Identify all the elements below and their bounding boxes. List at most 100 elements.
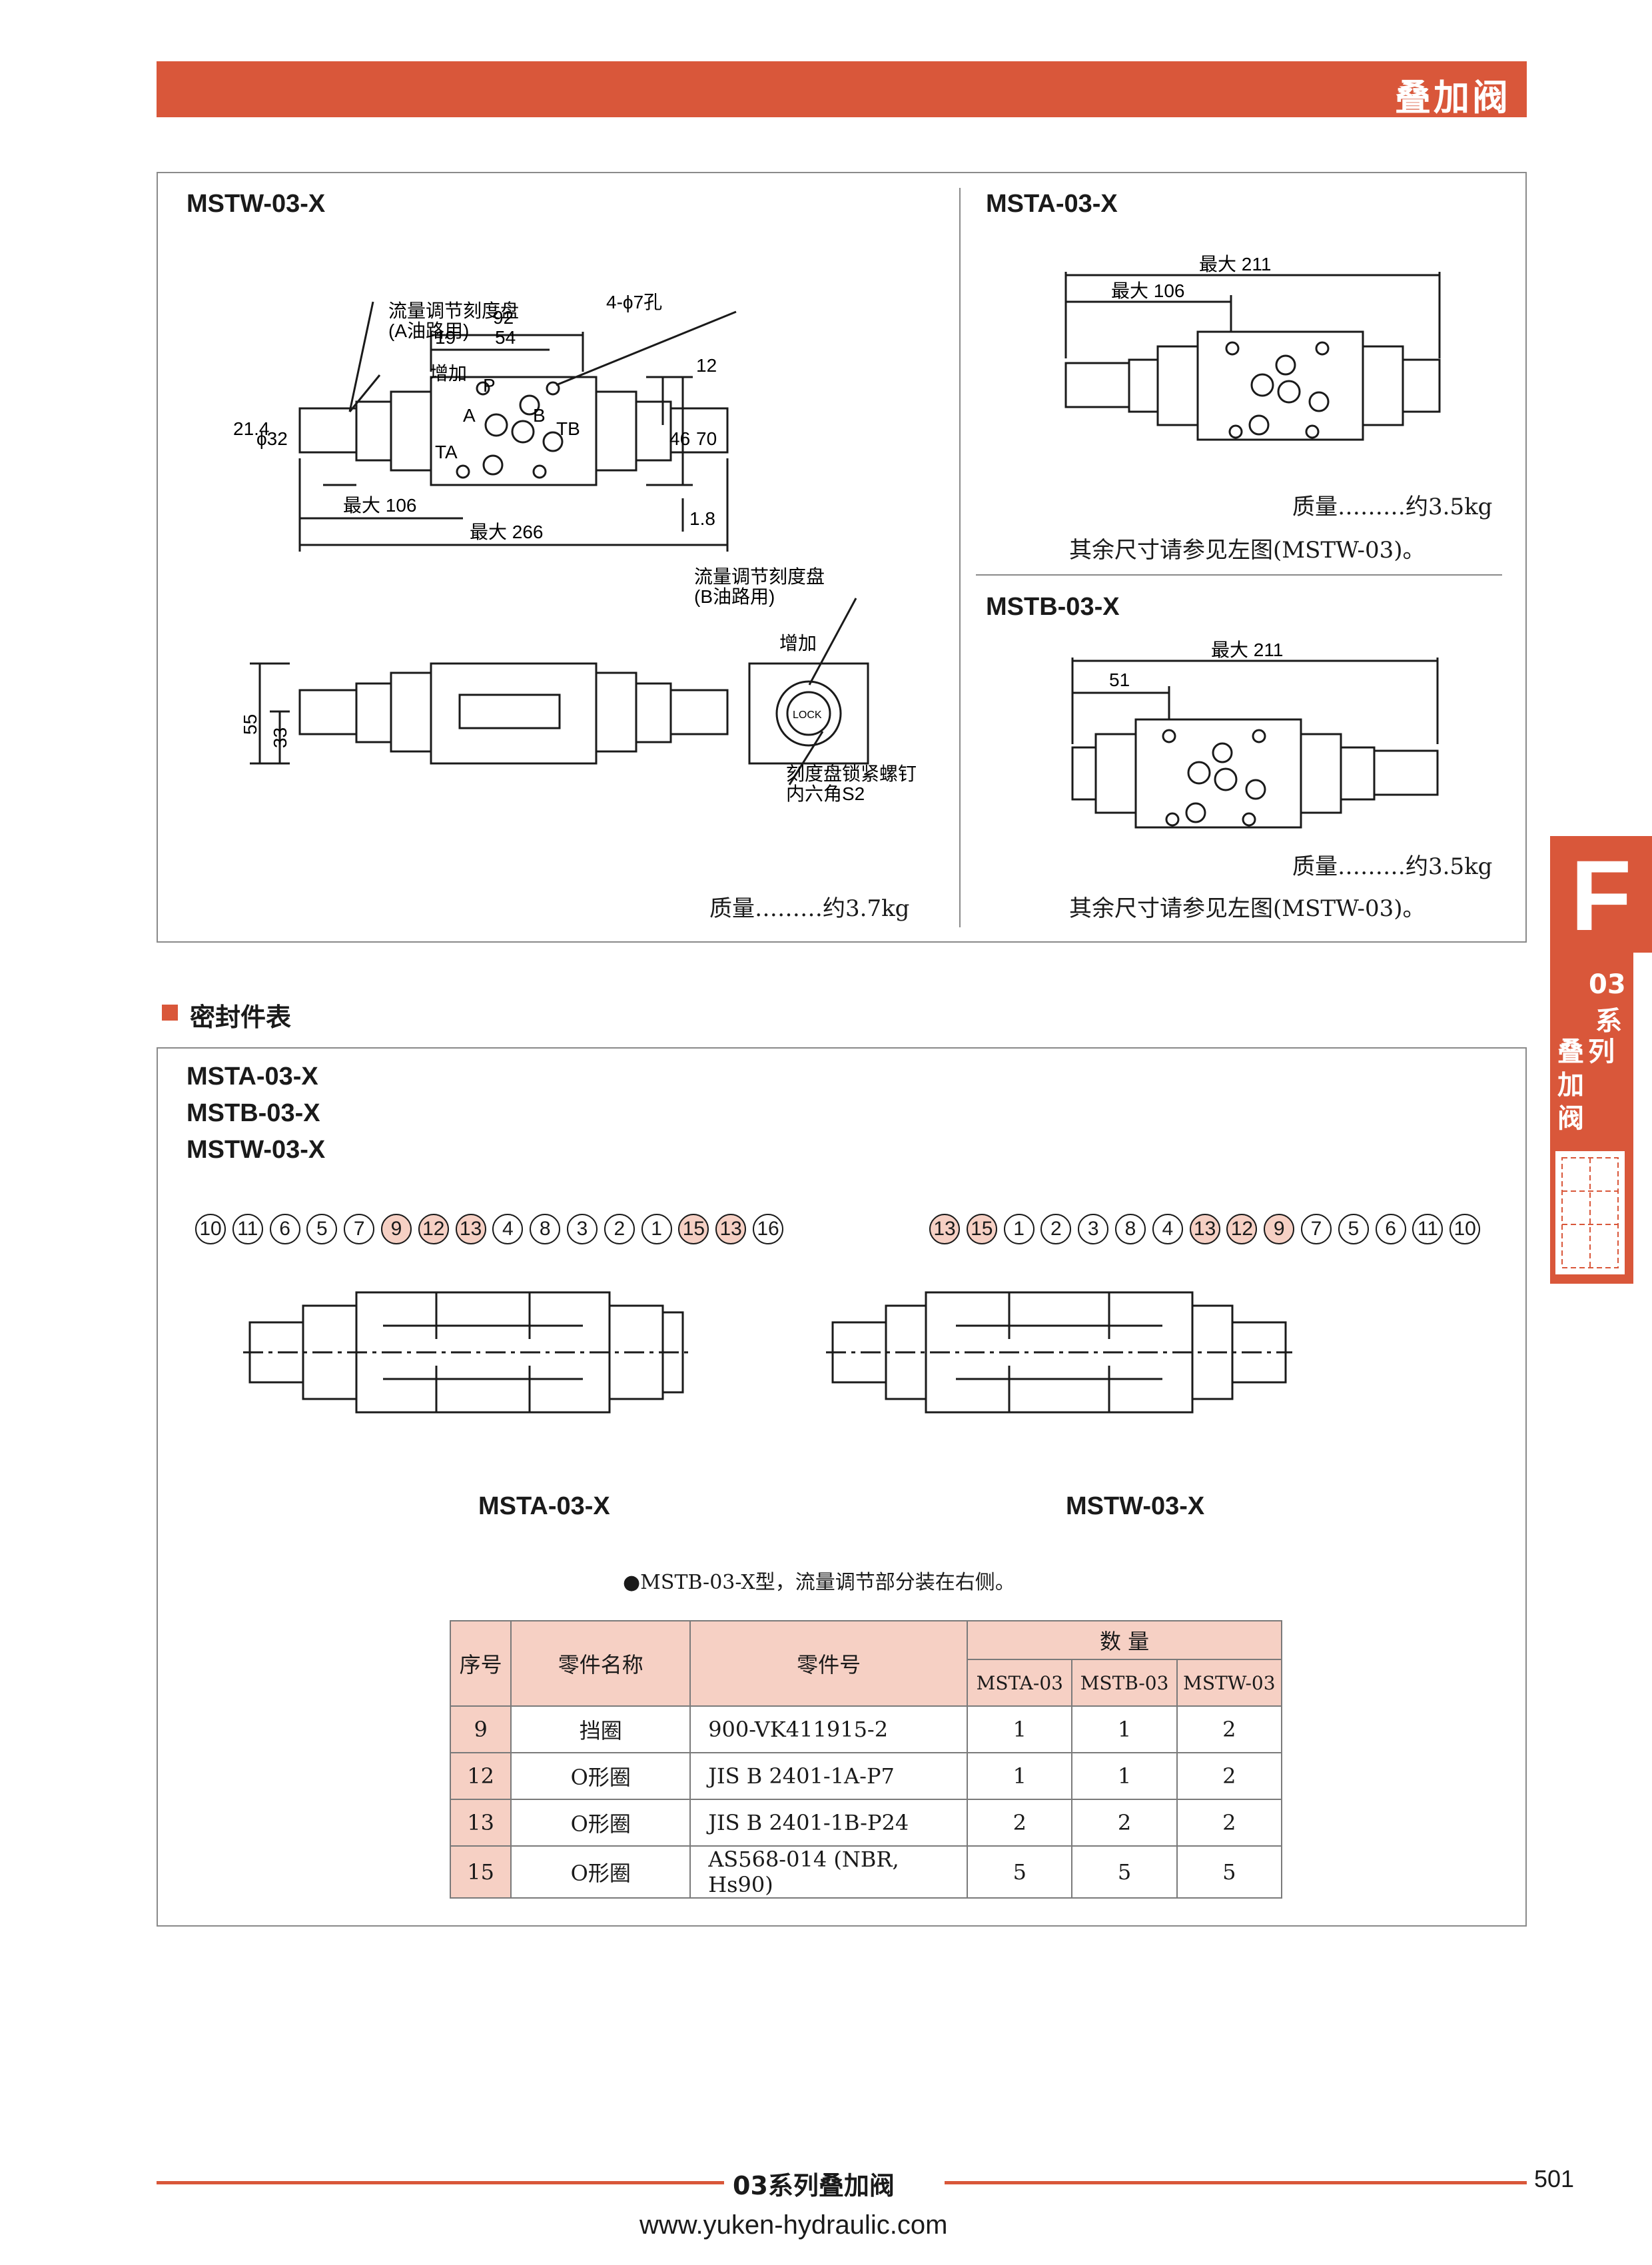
dim-1-8: 1.8 — [689, 508, 715, 529]
increase-label: 增加 — [430, 363, 467, 384]
left-section-caption: MSTA-03-X — [478, 1492, 610, 1520]
right-section-caption: MSTW-03-X — [1066, 1492, 1205, 1520]
seal-section-heading: 密封件表 — [190, 1003, 292, 1032]
callout-10: 10 — [1449, 1214, 1481, 1244]
dim-12: 12 — [696, 355, 717, 376]
th-name: 零件名称 — [510, 1620, 691, 1707]
row-name: O形圈 — [510, 1845, 691, 1899]
port-tb: TB — [556, 418, 580, 439]
cross-section-drawings — [243, 1291, 1292, 1414]
seal-model-3: MSTW-03-X — [187, 1136, 326, 1164]
mstb-note: 其余尺寸请参见左图(MSTW-03)。 — [1069, 895, 1426, 922]
row-qty-a: 5 — [967, 1845, 1073, 1899]
holes-label: 4-ϕ7孔 — [606, 292, 662, 312]
callout-8: 8 — [530, 1214, 561, 1244]
row-no: 13 — [449, 1799, 512, 1847]
footer-line-right — [945, 2181, 1527, 2184]
dim-46: 46 — [669, 428, 690, 449]
th-qty: 数 量 — [967, 1620, 1282, 1660]
dim-phi32: ϕ32 — [256, 428, 288, 449]
dial-b-label-1: 流量调节刻度盘 — [694, 566, 825, 587]
row-qty-w: 2 — [1176, 1752, 1283, 1800]
row-qty-w: 2 — [1176, 1799, 1283, 1847]
callout-13: 13 — [929, 1214, 960, 1244]
row-name: 挡圈 — [510, 1705, 691, 1753]
msta-title: MSTA-03-X — [986, 190, 1118, 218]
msta-drawing: 最大 211 最大 106 — [1064, 254, 1441, 441]
side-tab-series-suffix: 系 — [1595, 1006, 1622, 1037]
mstb-mass: 质量………约3.5kg — [1292, 853, 1493, 880]
row-part: JIS B 2401-1B-P24 — [689, 1799, 969, 1847]
seal-panel — [157, 1047, 1527, 1927]
mstw-title: MSTW-03-X — [187, 190, 326, 218]
row-qty-a: 2 — [967, 1799, 1073, 1847]
page-number: 501 — [1534, 2165, 1575, 2192]
th-msta: MSTA-03 — [967, 1659, 1073, 1707]
seal-model-1: MSTA-03-X — [187, 1063, 318, 1091]
callout-11: 11 — [1412, 1214, 1444, 1244]
callout-8: 8 — [1115, 1214, 1146, 1244]
row-part: JIS B 2401-1A-P7 — [689, 1752, 969, 1800]
dimension-panel — [157, 172, 1527, 943]
port-b: B — [533, 405, 546, 426]
msta-max106: 最大 106 — [1111, 280, 1185, 301]
port-ta: TA — [435, 442, 458, 462]
side-tab-thumbnail — [1555, 1151, 1625, 1274]
callout-3: 3 — [567, 1214, 598, 1244]
row-qty-a: 1 — [967, 1752, 1073, 1800]
msta-note: 其余尺寸请参见左图(MSTW-03)。 — [1069, 537, 1426, 564]
footer-url[interactable]: www.yuken-hydraulic.com — [639, 2210, 948, 2240]
callout-12: 12 — [1226, 1214, 1258, 1244]
side-tab-series: 03 — [1589, 969, 1626, 1000]
dim-55: 55 — [240, 714, 260, 735]
callout-4: 4 — [492, 1214, 524, 1244]
row-part: 900-VK411915-2 — [689, 1705, 969, 1753]
dim-19: 19 — [435, 327, 456, 348]
side-tab — [1550, 836, 1652, 953]
side-tab-line4: 阀 — [1557, 1103, 1584, 1134]
max266-label: 最大 266 — [470, 522, 544, 542]
callout-9: 9 — [1264, 1214, 1295, 1244]
screw-label-2: 内六角S2 — [786, 783, 865, 804]
mstb-dim-51: 51 — [1109, 670, 1130, 690]
increase-b-label: 增加 — [779, 633, 817, 654]
callout-7: 7 — [1301, 1214, 1332, 1244]
row-name: O形圈 — [510, 1799, 691, 1847]
callout-4: 4 — [1152, 1214, 1183, 1244]
callout-11: 11 — [232, 1214, 263, 1244]
seal-table: 序号 零件名称 零件号 数 量 MSTA-03 MSTB-03 MSTW-03 … — [449, 1620, 1283, 1899]
callout-1: 1 — [641, 1214, 672, 1244]
dim-21-4: 21.4 — [233, 418, 270, 439]
seal-model-2: MSTB-03-X — [187, 1099, 320, 1127]
mstb-drawing: 最大 211 51 — [1071, 640, 1439, 829]
row-no: 12 — [449, 1752, 512, 1800]
callout-7: 7 — [344, 1214, 375, 1244]
table-row: 9 挡圈 900-VK411915-2 1 1 2 — [449, 1705, 1283, 1753]
mstw-mass: 质量………约3.7kg — [709, 895, 910, 922]
th-mstw: MSTW-03 — [1176, 1659, 1283, 1707]
mstb-title: MSTB-03-X — [986, 593, 1120, 621]
port-a: A — [463, 405, 476, 426]
callout-10: 10 — [195, 1214, 226, 1244]
row-qty-b: 1 — [1071, 1752, 1178, 1800]
msta-mass: 质量………约3.5kg — [1292, 494, 1493, 520]
table-row: 13 O形圈 JIS B 2401-1B-P24 2 2 2 — [449, 1799, 1283, 1847]
mstb-max211: 最大 211 — [1211, 640, 1283, 660]
row-no: 15 — [449, 1845, 512, 1899]
port-p: P — [483, 375, 496, 396]
row-qty-b: 1 — [1071, 1705, 1178, 1753]
dial-a-label-2: (A油路用) — [388, 320, 469, 341]
row-qty-w: 5 — [1176, 1845, 1283, 1899]
dim-33: 33 — [270, 727, 290, 748]
row-part: AS568-014 (NBR, Hs90) — [689, 1845, 969, 1899]
row-qty-a: 1 — [967, 1705, 1073, 1753]
callout-13: 13 — [455, 1214, 486, 1244]
callout-3: 3 — [1078, 1214, 1109, 1244]
row-name: O形圈 — [510, 1752, 691, 1800]
dim-92: 92 — [493, 307, 514, 328]
side-tab-line2: 叠列 — [1557, 1037, 1619, 1067]
side-tab-letter: F — [1570, 839, 1632, 951]
header-title: 叠加阀 — [1395, 77, 1511, 119]
side-tab-line3: 加 — [1557, 1070, 1584, 1101]
th-part: 零件号 — [689, 1620, 969, 1707]
